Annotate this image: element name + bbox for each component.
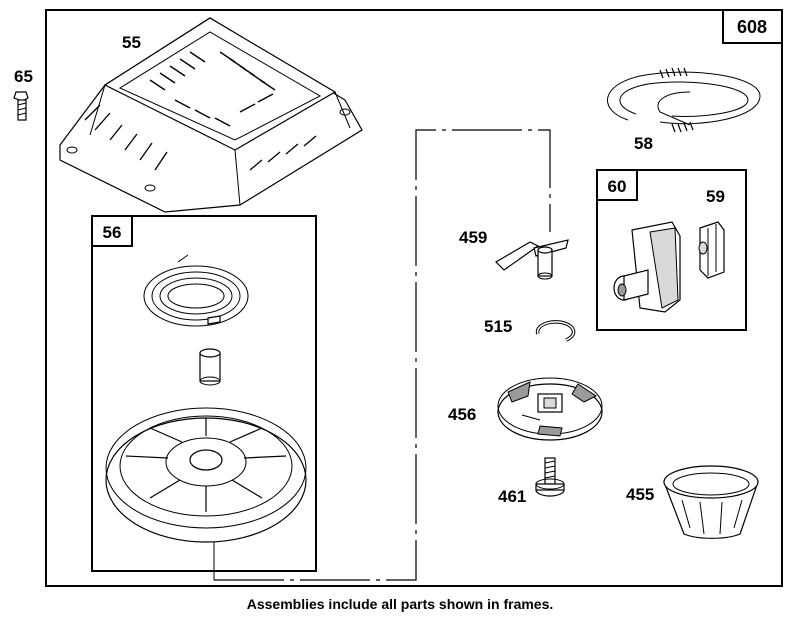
label-55: 55: [122, 33, 141, 52]
frame-60-label: 60: [608, 177, 627, 196]
frame-56: [91, 215, 317, 572]
label-461: 461: [498, 487, 526, 506]
screw-part-461: [535, 457, 565, 497]
starter-handle: [613, 221, 681, 313]
pawl-part-459: [495, 239, 569, 280]
ratchet-part-456: [497, 377, 603, 441]
diagram-caption: Assemblies include all parts shown in fr…: [246, 596, 554, 612]
assembly-number: 608: [737, 17, 767, 37]
frame-56-tag: [91, 215, 133, 247]
assembly-number-box: [722, 9, 783, 44]
spring-pin: [199, 348, 221, 386]
label-58: 58: [634, 134, 653, 153]
label-456: 456: [448, 405, 476, 424]
recoil-spring: [143, 254, 249, 327]
rope-insert-part-59: [698, 221, 725, 279]
label-455: 455: [626, 485, 654, 504]
leader-dashed-path: [214, 129, 551, 581]
label-65: 65: [14, 67, 33, 86]
frame-56-label: 56: [103, 223, 122, 242]
label-459: 459: [459, 228, 487, 247]
housing-cover-part-55: [59, 17, 363, 213]
label-59: 59: [706, 187, 725, 206]
frame-60-tag: [596, 169, 638, 201]
starter-cup-part-455: [663, 465, 759, 539]
frame-60: [596, 169, 747, 331]
outer-frame: [45, 9, 783, 587]
bolt-part-65: [13, 91, 29, 121]
label-515: 515: [484, 317, 512, 336]
starter-rope-part-58: [607, 67, 761, 133]
starter-pulley: [105, 407, 307, 543]
retaining-ring-part-515: [535, 320, 576, 342]
